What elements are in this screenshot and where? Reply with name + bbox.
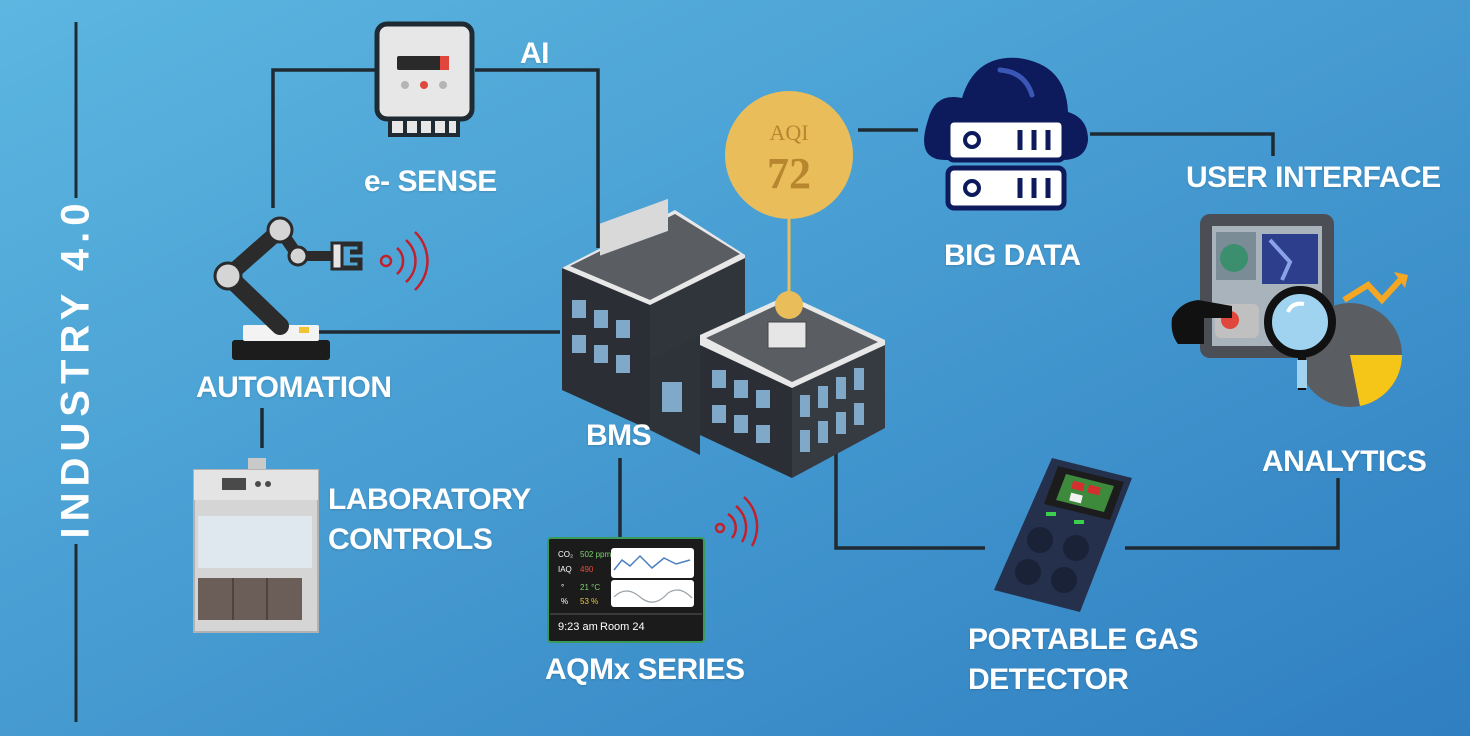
- lab-cabinet-icon: [193, 458, 319, 633]
- aqi-label: AQI: [769, 120, 809, 145]
- aqmx-row-value: 53 %: [580, 597, 599, 606]
- label-automation: AUTOMATION: [196, 371, 392, 404]
- aqi-value: 72: [767, 149, 811, 198]
- label-aqmx: AQMx SERIES: [545, 653, 745, 686]
- label-analytics: ANALYTICS: [1262, 445, 1427, 478]
- aqi-pin: [725, 91, 853, 319]
- label-bms: BMS: [586, 419, 652, 452]
- aqmx-wireless-icon: [714, 496, 759, 547]
- label-big-data: BIG DATA: [944, 239, 1081, 272]
- aqmx-room: Room 24: [600, 621, 645, 633]
- aqmx-row-label: CO₂: [558, 550, 574, 559]
- meter-icon: [374, 21, 475, 137]
- aqmx-row-value: 502 ppm: [580, 550, 612, 559]
- label-lab-line1: LABORATORY: [328, 483, 531, 516]
- label-esense: e- SENSE: [364, 165, 497, 198]
- aqmx-row-label: IAQ: [558, 565, 572, 574]
- aqmx-display-icon: [547, 537, 705, 643]
- connector-bigdata-ui: [1090, 132, 1275, 156]
- label-gas-line1: PORTABLE GAS: [968, 623, 1199, 656]
- connector-esense-automation: [271, 68, 375, 208]
- aqmx-row-label: °: [561, 583, 565, 592]
- aqmx-time: 9:23 am: [558, 621, 598, 633]
- gas-detector-icon: [994, 458, 1132, 612]
- aqmx-row-value: 21 °C: [580, 583, 601, 592]
- label-user-interface: USER INTERFACE: [1186, 161, 1441, 194]
- connector-gas-analytics: [1125, 478, 1340, 550]
- wireless-signal-icon: [379, 231, 429, 291]
- connector-bms-gas: [834, 450, 985, 550]
- bms-building-icon: [562, 198, 885, 478]
- connector-lines: [260, 68, 1340, 550]
- connector-esense-bms: [475, 68, 600, 248]
- aqmx-row-label: %: [561, 597, 569, 606]
- analytics-tablet-icon: [1171, 214, 1408, 407]
- robot-arm-icon: [213, 216, 363, 360]
- label-gas-line2: DETECTOR: [968, 663, 1129, 696]
- industry-title: INDUSTRY 4.0: [53, 197, 98, 539]
- aqmx-row-value: 490: [580, 565, 594, 574]
- cloud-server-icon: [924, 57, 1088, 211]
- label-ai: AI: [520, 37, 550, 70]
- label-lab-line2: CONTROLS: [328, 523, 493, 556]
